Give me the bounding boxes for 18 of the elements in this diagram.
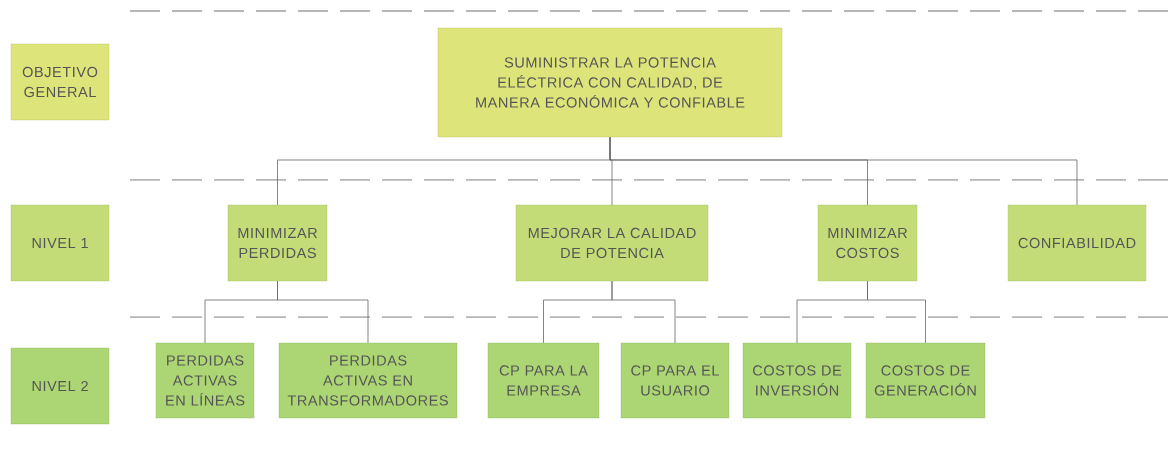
level-label-box: NIVEL 1 <box>10 204 110 282</box>
objective-box: SUMINISTRAR LA POTENCIA ELÉCTRICA CON CALIDAD, DE MANERA ECONÓMICA Y CONFIABLE <box>437 27 783 138</box>
objective-box: CP PARA EL USUARIO <box>620 342 730 419</box>
connector-line <box>277 280 369 344</box>
level-label-box: NIVEL 2 <box>10 347 110 425</box>
connector-line <box>867 280 926 344</box>
objective-box: MINIMIZAR PERDIDAS <box>227 204 328 282</box>
objective-box: PERDIDAS ACTIVAS EN TRANSFORMADORES <box>278 342 458 419</box>
connector-line <box>611 280 676 344</box>
level-label-box: OBJETIVO GENERAL <box>10 43 110 121</box>
objective-box: PERDIDAS ACTIVAS EN LÍNEAS <box>155 342 255 419</box>
objective-box: CP PARA LA EMPRESA <box>487 342 600 419</box>
objective-box: MEJORAR LA CALIDAD DE POTENCIA <box>515 204 709 282</box>
objective-box: CONFIABILIDAD <box>1007 204 1147 282</box>
connector-line <box>609 136 1078 206</box>
objective-box: COSTOS DE GENERACIÓN <box>865 342 986 419</box>
objective-box: MINIMIZAR COSTOS <box>817 204 918 282</box>
objective-box: COSTOS DE INVERSIÓN <box>742 342 852 419</box>
